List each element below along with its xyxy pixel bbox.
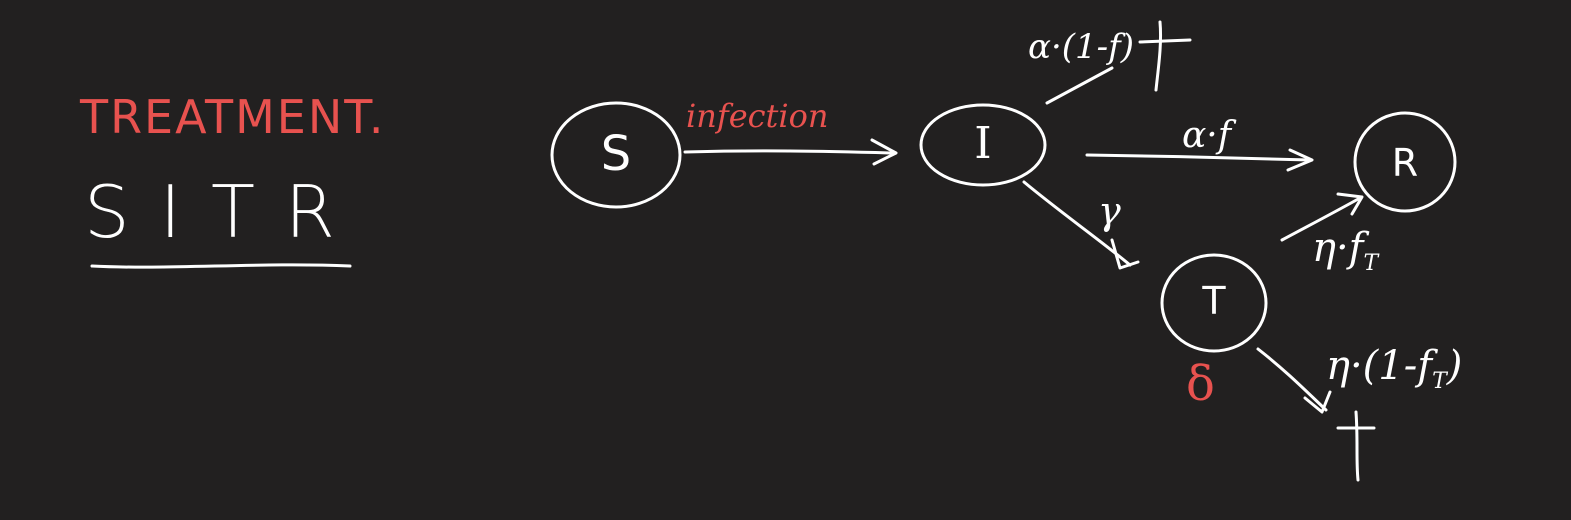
label-t-to-death-main: η·(1-f — [1326, 343, 1433, 389]
title-underline — [90, 263, 352, 269]
label-t-to-r-sub: T — [1363, 251, 1379, 276]
arrow-t-to-death — [1256, 347, 1328, 412]
node-s-label: S — [600, 126, 632, 182]
node-r-label: R — [1391, 141, 1419, 185]
arrowhead-i-to-t — [1110, 238, 1140, 270]
arrow-i-to-t — [1022, 180, 1132, 267]
arrow-t-to-r — [1280, 196, 1362, 242]
arrow-i-to-r — [1085, 153, 1312, 162]
death-dagger-bottom — [1336, 410, 1376, 482]
arrowhead-s-to-i — [870, 138, 898, 166]
label-i-to-r: α·f — [1182, 115, 1232, 156]
label-infection: infection — [686, 97, 829, 135]
node-r-circle — [1353, 111, 1457, 213]
label-i-to-t: γ — [1098, 189, 1121, 233]
label-t-to-death-close: ) — [1446, 343, 1463, 389]
node-t-label: T — [1202, 279, 1226, 323]
arrowhead-t-to-r — [1336, 192, 1364, 216]
label-t-to-death-sub: T — [1432, 369, 1447, 394]
label-t-to-r-main: η·f — [1312, 225, 1364, 271]
model-title: SITR — [84, 170, 365, 254]
label-i-to-death: α·(1-f) — [1028, 27, 1135, 67]
label-t-loss: δ — [1186, 356, 1215, 412]
arrowhead-t-to-death — [1303, 390, 1332, 414]
node-t-circle — [1160, 253, 1268, 353]
node-i-label: I — [974, 118, 992, 169]
node-i-circle — [919, 103, 1047, 187]
label-t-to-r: η·fT — [1312, 228, 1378, 275]
arrow-s-to-i — [683, 149, 894, 155]
arrowhead-i-to-r — [1286, 148, 1314, 172]
node-s-circle — [550, 101, 682, 209]
arrow-i-to-death — [1045, 66, 1114, 105]
topic-heading: TREATMENT. — [80, 90, 386, 144]
label-t-to-death: η·(1-fT) — [1326, 346, 1462, 393]
death-dagger-top — [1138, 20, 1192, 92]
